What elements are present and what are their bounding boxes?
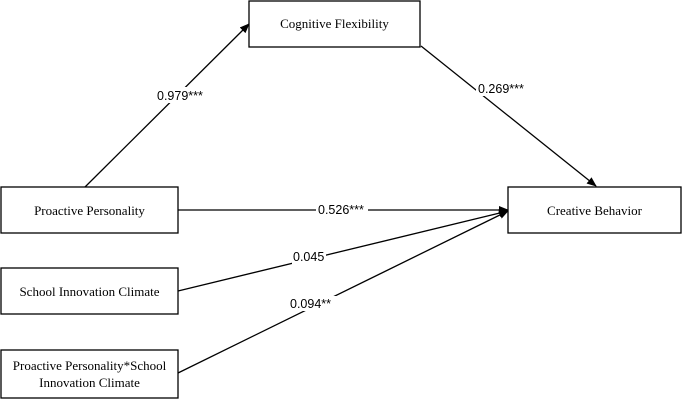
edge-pp-to-cf (84, 23, 250, 188)
edge-sic-to-cb (177, 209, 509, 292)
edge-label-cf-to-cb: 0.269*** (478, 82, 524, 96)
node-cognitive-flexibility: Cognitive Flexibility (248, 0, 421, 48)
node-label: Cognitive Flexibility (280, 16, 389, 31)
node-school-innovation-climate: School Innovation Climate (0, 267, 179, 315)
edge-cf-to-cb (420, 45, 597, 187)
edge-label-sic-to-cb: 0.045 (293, 250, 324, 264)
node-creative-behavior: Creative Behavior (507, 186, 682, 234)
node-label: Creative Behavior (547, 203, 643, 218)
node-proactive-personality: Proactive Personality (0, 186, 179, 234)
edge-label-pp-to-cf: 0.979*** (157, 89, 203, 103)
node-label: School Innovation Climate (19, 284, 159, 299)
edge-label-int-to-cb: 0.094** (290, 297, 331, 311)
node-label-line1: Proactive Personality*School (13, 358, 167, 373)
node-label: Proactive Personality (34, 203, 145, 218)
edge-label-pp-to-cb: 0.526*** (318, 203, 364, 217)
edge-int-to-cb (177, 210, 509, 374)
node-interaction-term: Proactive Personality*School Innovation … (0, 349, 179, 399)
node-label-line2: Innovation Climate (39, 375, 140, 390)
